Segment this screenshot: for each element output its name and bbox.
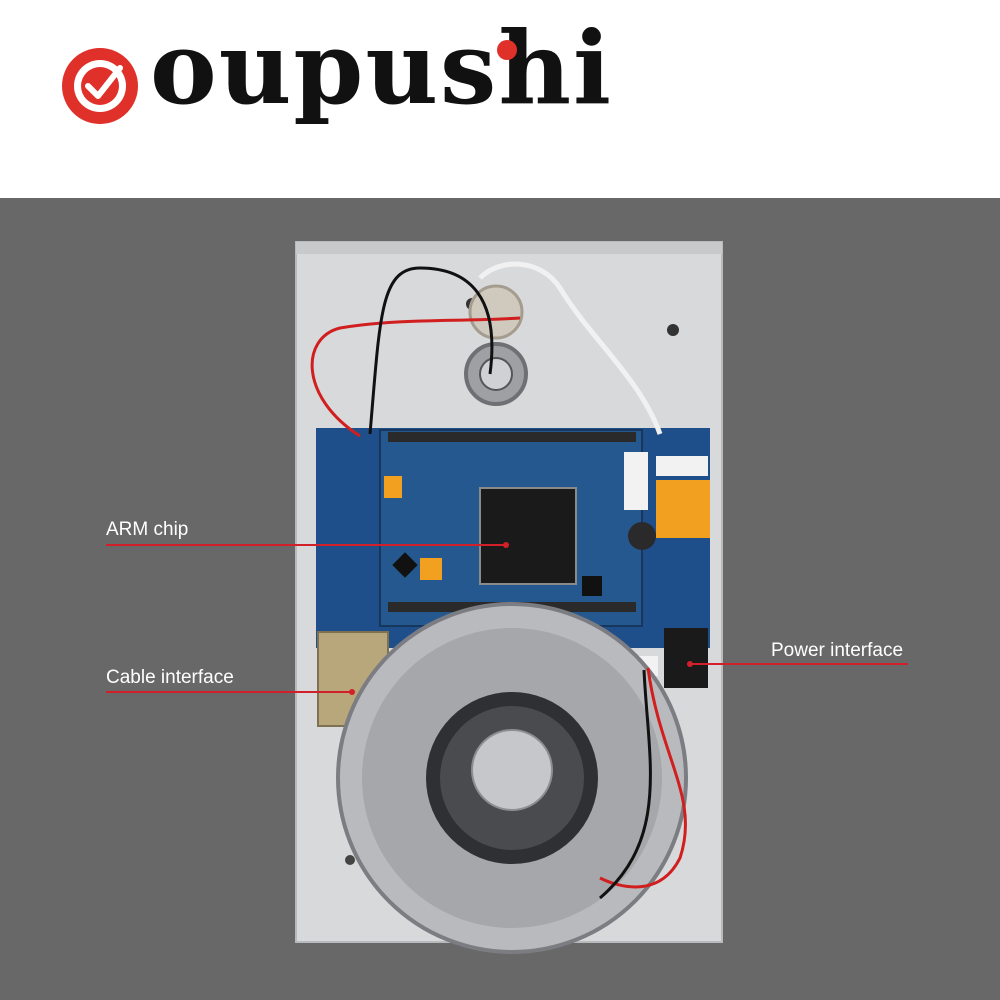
cable-interface-label: Cable interface bbox=[106, 667, 234, 688]
power-interface-jack bbox=[664, 628, 708, 688]
brand-header: oupushi bbox=[0, 0, 1000, 198]
arm-chip-label: ARM chip bbox=[106, 519, 189, 540]
brand-dot bbox=[497, 40, 517, 60]
brand-name: oupushi bbox=[150, 9, 614, 127]
product-photo bbox=[0, 198, 1000, 1000]
arm-chip bbox=[479, 487, 577, 585]
brand-logo-icon bbox=[62, 48, 138, 124]
power-interface-label: Power interface bbox=[771, 640, 904, 661]
